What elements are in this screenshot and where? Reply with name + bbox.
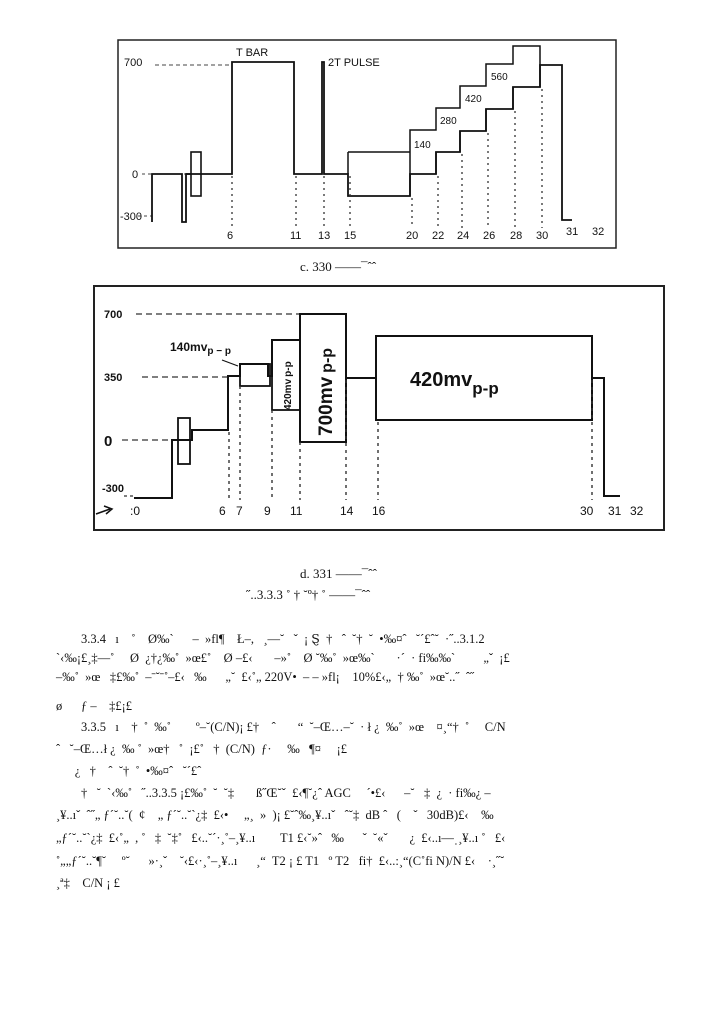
fig-c-ylabel-0: 0 xyxy=(132,169,138,181)
fig-c-xlabel: 6 xyxy=(227,230,233,242)
t-bar-label: T BAR xyxy=(236,47,268,59)
fig-c-xlabel: 11 xyxy=(290,230,301,242)
fig-c-xlabel: 26 xyxy=(483,230,495,242)
figure-c: 700 0 -300 T BAR 2T PULSE 140 280 420 56… xyxy=(117,39,617,249)
fig-d-xlabel: 11 xyxy=(290,504,303,518)
fig-c-xlabel: 24 xyxy=(457,230,469,242)
body-line: 3.3.5 ı † ˚ ‰˚ º–˘(C/N)¡ £† ˆ “ ˘–Œ…–˘ ·… xyxy=(56,720,506,734)
step-value-280: 280 xyxy=(440,116,457,127)
section-caption: ˝..3.3.3 ˚ † ˘º† ˚ ——¯ˆˆ xyxy=(246,587,371,602)
fig-c-xlabel: 30 xyxy=(536,230,548,242)
2t-pulse-label: 2T PULSE xyxy=(328,57,380,69)
label-140mv: 140mvp − p xyxy=(170,340,231,357)
body-line: † ˘ ˋ‹‰˚ ˝..3.3.5 ¡£‰˚ ˘ ˘‡ ß˝Œ˘ˇ £‹¶˘¿ˆ… xyxy=(56,786,491,800)
figure-c-frame xyxy=(117,39,617,249)
waveform-c xyxy=(151,61,572,223)
label-420mv-big: 420mvp-p xyxy=(410,369,499,398)
body-line: 3.3.4 ı ˚ Ø‰ˋ – »fl¶ Ł–, ¸—˘ ˇ ¡ Ȿ † ˆ ˘… xyxy=(56,632,485,646)
fig-c-xlabel: 22 xyxy=(432,230,444,242)
fig-c-xlabel: 15 xyxy=(344,230,356,242)
fig-c-xlabel: 20 xyxy=(406,230,418,242)
staircase-envelope-c xyxy=(347,45,541,196)
fig-d-ylabel-minus300: -300 xyxy=(102,483,124,495)
fig-d-xlabel: 30 xyxy=(580,504,594,518)
box-140mv xyxy=(239,363,271,387)
fig-d-ylabel-0: 0 xyxy=(104,433,112,450)
fig-c-xlabel: 31 xyxy=(566,226,578,238)
figure-d-frame xyxy=(93,285,665,531)
box-700mv xyxy=(299,313,347,443)
fig-d-xlabel: :0 xyxy=(130,504,140,518)
body-line: ˋ‹‰¡£¸‡—˚ Ø ¿†¿‰˚ »œ£˚ Ø –£‹ –»˚ Ø ˘‰˚ »… xyxy=(56,651,510,665)
fig-d-xlabel: 7 xyxy=(236,504,243,518)
body-line: ¸¥..ıˇ ˆ˝„ ƒ´˘..˘( ¢ „ ƒ´˘..˘ˋ¿‡ £‹• „¸ … xyxy=(56,808,494,822)
label-700mv: 700mvp-p xyxy=(316,348,337,436)
step-value-560: 560 xyxy=(491,72,508,83)
fig-d-xlabel: 9 xyxy=(264,504,271,518)
chroma-burst-d xyxy=(177,417,191,465)
body-line: ˆ ˘–Œ…ł ¿ ‰ ˚ »œ† ˚ ¡£˚ † (C/N) ƒ· ‰ ¶¤ … xyxy=(56,742,348,756)
body-line: „ƒ´˘..˘ˋ¿‡ £‹˚„ , ˚ ‡ ˘‡˚ £‹..˘´·¸˚–¸¥..… xyxy=(56,831,506,845)
box-420mv-big xyxy=(375,335,593,421)
fig-c-xlabel: 32 xyxy=(592,226,604,238)
figure-c-caption: c. 330 ——¯ˆˆ xyxy=(300,259,377,274)
fig-c-xlabel: 28 xyxy=(510,230,522,242)
step-value-420: 420 xyxy=(465,94,482,105)
fig-d-ylabel-350: 350 xyxy=(104,372,122,384)
fig-d-xlabel: 14 xyxy=(340,504,354,518)
body-line: ˚„„ƒ´˘..˘¶˘ º˘ »·¸ˇ ˘‹£‹·¸˚–¸¥..ı ¸“ T2 … xyxy=(56,854,505,868)
figure-d-caption: d. 331 ——¯ˆˆ xyxy=(300,566,377,581)
fig-d-xlabel: 32 xyxy=(630,504,644,518)
body-line: ø ƒ – ‡£¡£ xyxy=(56,699,133,713)
body-line: ¸ª‡ C/N ¡ £ xyxy=(56,876,120,890)
fig-d-xlabel: 31 xyxy=(608,504,622,518)
body-line: ¿ † ˆ ˘† ˚ •‰¤ˆ ˘´£ˆ xyxy=(56,764,202,778)
body-line: –‰˚ »œ ‡£‰˚ –ˉ˘ˉ˚–£‹ ‰ „˘ £‹˚„ 220V• – –… xyxy=(56,670,475,684)
leader-140mv xyxy=(221,359,239,367)
fig-d-ylabel-700: 700 xyxy=(104,309,122,321)
fig-c-ylabel-minus300: -300 xyxy=(120,211,142,223)
fig-c-xlabel: 13 xyxy=(318,230,330,242)
figure-d: 700 350 0 -300 140mvp − p 420mvp-p 700mv… xyxy=(93,285,665,531)
label-420mv-small: 420mvp-p xyxy=(283,361,294,410)
fig-d-xlabel: 6 xyxy=(219,504,226,518)
arrow-icon xyxy=(95,505,114,515)
step-value-140: 140 xyxy=(414,140,431,151)
fig-d-xlabel: 16 xyxy=(372,504,386,518)
fig-c-ylabel-700: 700 xyxy=(124,57,142,69)
